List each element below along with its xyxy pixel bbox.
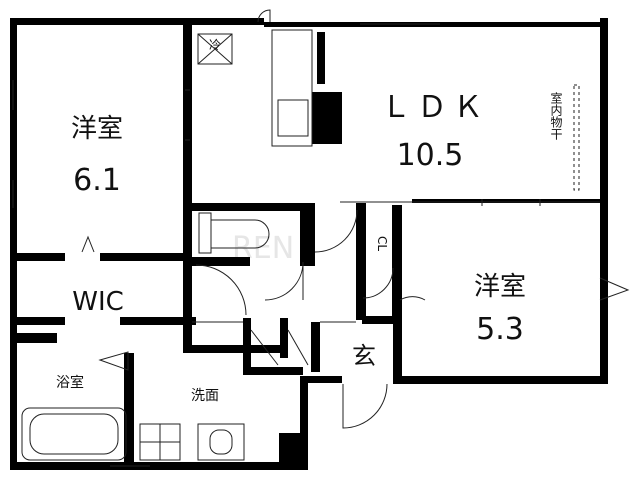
door-swing-wash (195, 264, 247, 316)
window-right-bay (599, 277, 630, 301)
washbasin (197, 423, 245, 461)
washroom-name: 洗面 (191, 388, 219, 404)
washbasin-bowl (209, 429, 233, 455)
drying-rail (573, 84, 580, 191)
wall-right (600, 18, 608, 383)
wall-toilet-bottom (192, 257, 250, 266)
western-room-2-size: 5.3 (476, 312, 524, 347)
fridge-space (197, 33, 233, 65)
door-swing-toilet (264, 261, 304, 301)
wall-entrance-right (393, 316, 402, 384)
wall-bottom-right (393, 376, 608, 384)
pillar-bottom-right (279, 433, 308, 470)
bath-door (98, 351, 129, 371)
kitchen-counter (271, 29, 313, 147)
fridge-label: 冷 (209, 38, 221, 52)
wic-name: WIC (72, 287, 124, 317)
wall-wic-right (183, 253, 192, 353)
bathtub-inner (29, 413, 119, 455)
wall-w1-right (183, 25, 192, 253)
interior-walls (10, 25, 600, 462)
bath-name: 浴室 (56, 374, 84, 391)
bath-step (17, 333, 57, 343)
wall-cl-bottom (362, 316, 402, 324)
door-swing-entrance (342, 383, 388, 429)
door-top-swing (257, 9, 271, 23)
hall-hatch-2 (287, 329, 309, 366)
door-swing-w2 (314, 209, 358, 253)
door-swing-cl2 (399, 296, 426, 301)
wall-wic-bottom-b (120, 317, 196, 325)
ldk-name: ＬＤＫ (381, 90, 489, 125)
closet-label: CL (375, 236, 389, 251)
western-room-1-size: 6.1 (73, 163, 121, 198)
ldk-size: 10.5 (397, 138, 464, 173)
fixtures-lines (12, 9, 630, 467)
wall-left (10, 18, 17, 470)
wall-hall-bottom (243, 367, 303, 375)
wall-bath-right (124, 353, 134, 462)
wic-door-mark (81, 235, 95, 253)
door-swing-cl (362, 267, 394, 299)
western-room-1-name: 洋室 (71, 114, 123, 144)
fridge-x2 (197, 33, 233, 65)
wall-w2-left-upper (356, 203, 366, 320)
wall-hall-right (311, 322, 320, 372)
wall-step-right (300, 376, 308, 470)
room-labels: 洋室 6.1 ＬＤＫ 10.5 洋室 5.3 WIC 浴室 洗面 玄 室内物干 … (56, 38, 563, 404)
wall-w1-bottom-b (100, 253, 191, 261)
kitchen-post (317, 32, 325, 84)
wall-toilet-right (300, 211, 315, 266)
wall-bottom (10, 462, 308, 470)
entrance-name: 玄 (352, 342, 376, 370)
hall-hatch-1 (250, 329, 279, 366)
wall-wic-bottom-a (10, 317, 65, 325)
wall-corridor-bottom (183, 345, 283, 353)
toilet-bowl (210, 219, 270, 249)
wall-w1-bottom-a (10, 253, 65, 261)
wall-top-left (10, 18, 264, 25)
wall-toilet-top (183, 203, 315, 211)
bathtub (21, 407, 127, 461)
wall-ldk-w2-divider (412, 199, 600, 203)
wall-hall-mid (280, 318, 288, 358)
wall-hall-left (243, 318, 251, 375)
indoor-drying-label: 室内物干 (549, 91, 563, 140)
wall-entrance-bottom (300, 376, 342, 383)
western-room-2-name: 洋室 (474, 272, 526, 302)
sink (277, 99, 309, 137)
toilet-tank (198, 212, 212, 254)
kitchen-counter-block (312, 92, 342, 144)
wall-cl-right (392, 205, 402, 318)
